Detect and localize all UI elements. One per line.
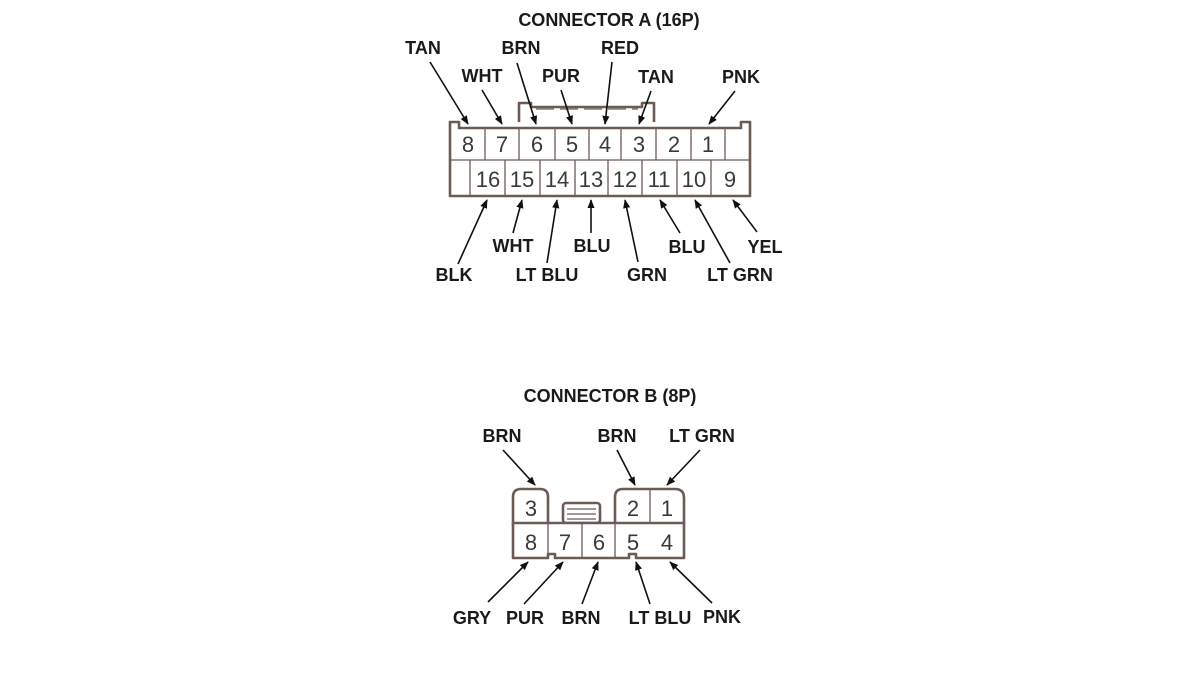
b-leader-pin7 — [523, 561, 564, 605]
a-pin-10: 10 — [682, 167, 706, 192]
a-wire-label-pin7: WHT — [462, 66, 503, 86]
a-wire-label-pin6: BRN — [502, 38, 541, 58]
a-wire-label-pin12: GRN — [627, 265, 667, 285]
a-leader-pin11 — [659, 199, 681, 234]
a-leader-pin3 — [638, 90, 652, 125]
a-pin-8: 8 — [462, 132, 474, 157]
a-wire-label-pin11: BLU — [669, 237, 706, 257]
connector-a: CONNECTOR A (16P) 8 7 6 5 4 3 2 1 — [405, 10, 782, 285]
connector-a-top-row: 8 7 6 5 4 3 2 1 — [462, 128, 726, 160]
b-wire-label-pin3: BRN — [483, 426, 522, 446]
b-leader-pin1 — [666, 449, 701, 486]
a-pin-13: 13 — [579, 167, 603, 192]
a-pin-5: 5 — [566, 132, 578, 157]
a-wire-label-pin14: LT BLU — [516, 265, 579, 285]
a-leader-pin15 — [512, 199, 524, 234]
a-pin-16: 16 — [476, 167, 500, 192]
b-wire-label-pin5: LT BLU — [629, 608, 692, 628]
b-pin-3: 3 — [525, 496, 537, 521]
a-leader-pin12 — [623, 199, 639, 263]
a-pin-14: 14 — [545, 167, 569, 192]
a-wire-label-pin8: TAN — [405, 38, 441, 58]
b-wire-label-pin1: LT GRN — [669, 426, 735, 446]
a-pin-4: 4 — [599, 132, 611, 157]
a-pin-12: 12 — [613, 167, 637, 192]
a-pin-9: 9 — [724, 167, 736, 192]
connector-a-latch — [517, 101, 656, 122]
b-pin-2: 2 — [627, 496, 639, 521]
connector-a-housing — [448, 120, 752, 198]
a-wire-label-pin5: PUR — [542, 66, 580, 86]
connector-a-top-wires: TAN WHT BRN PUR RED TAN PNK — [405, 38, 760, 125]
a-pin-15: 15 — [510, 167, 534, 192]
b-pin-1: 1 — [661, 496, 673, 521]
b-wire-label-pin6: BRN — [562, 608, 601, 628]
a-pin-3: 3 — [633, 132, 645, 157]
a-leader-pin4 — [602, 61, 613, 125]
a-wire-label-pin9: YEL — [747, 237, 782, 257]
a-wire-label-pin3: TAN — [638, 67, 674, 87]
b-leader-pin5 — [635, 561, 651, 605]
connector-a-bottom-wires: BLK WHT LT BLU BLU GRN BLU LT GRN YEL — [436, 199, 783, 285]
a-wire-label-pin10: LT GRN — [707, 265, 773, 285]
b-leader-pin4 — [669, 561, 713, 604]
b-pin-7: 7 — [559, 530, 571, 555]
connector-b: CONNECTOR B (8P) 3 2 1 8 7 6 5 4 BRN — [453, 386, 741, 628]
b-pin-8: 8 — [525, 530, 537, 555]
b-leader-pin8 — [487, 561, 529, 603]
connector-b-left-tower — [511, 487, 550, 525]
a-leader-pin1 — [708, 90, 736, 125]
a-pin-6: 6 — [531, 132, 543, 157]
a-wire-label-pin1: PNK — [722, 67, 760, 87]
b-leader-pin3 — [502, 449, 536, 486]
a-leader-pin5 — [560, 89, 573, 125]
a-pin-7: 7 — [496, 132, 508, 157]
b-pin-6: 6 — [593, 530, 605, 555]
a-leader-pin7 — [481, 89, 503, 125]
connector-a-bottom-row: 16 15 14 13 12 11 10 9 — [469, 160, 736, 196]
a-wire-label-pin4: RED — [601, 38, 639, 58]
a-leader-pin16 — [457, 199, 488, 265]
a-pin-11: 11 — [648, 167, 671, 192]
a-leader-pin10 — [694, 199, 731, 264]
b-wire-label-pin7: PUR — [506, 608, 544, 628]
connector-a-title: CONNECTOR A (16P) — [518, 10, 699, 30]
a-leader-pin8 — [429, 61, 469, 125]
connector-b-title: CONNECTOR B (8P) — [524, 386, 697, 406]
a-leader-pin14 — [546, 199, 560, 264]
b-wire-label-pin8: GRY — [453, 608, 491, 628]
b-pin-4: 4 — [661, 530, 673, 555]
a-wire-label-pin15: WHT — [493, 236, 534, 256]
connector-b-top-wires: BRN BRN LT GRN — [483, 426, 735, 486]
a-pin-1: 1 — [702, 132, 714, 157]
b-pin-5: 5 — [627, 530, 639, 555]
b-wire-label-pin2: BRN — [598, 426, 637, 446]
a-leader-pin6 — [516, 62, 538, 125]
b-leader-pin6 — [581, 561, 599, 605]
a-wire-label-pin13: BLU — [574, 236, 611, 256]
a-leader-pin9 — [732, 199, 758, 233]
a-wire-label-pin16: BLK — [436, 265, 473, 285]
a-pin-2: 2 — [668, 132, 680, 157]
connector-b-bottom-wires: GRY PUR BRN LT BLU PNK — [453, 561, 741, 628]
b-wire-label-pin4: PNK — [703, 607, 741, 627]
connector-b-latch — [561, 501, 602, 525]
b-leader-pin2 — [616, 449, 636, 486]
